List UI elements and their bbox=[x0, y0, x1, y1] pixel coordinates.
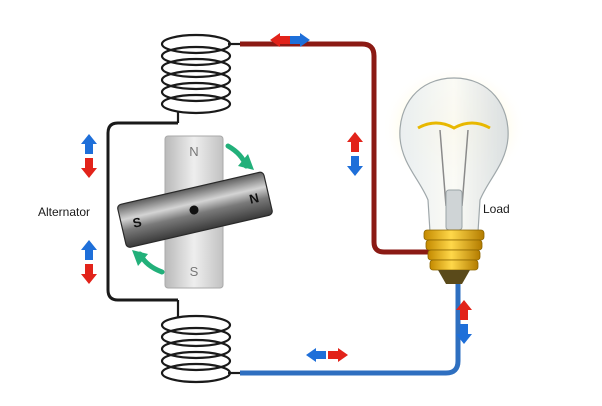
alternator-label: Alternator bbox=[38, 205, 91, 219]
rotor-north-label: N bbox=[248, 190, 261, 207]
current-arrow-bottom-wire-icon bbox=[306, 348, 348, 362]
current-arrow-top-wire-icon bbox=[270, 33, 310, 47]
current-arrow-right-wire-icon bbox=[347, 132, 363, 176]
positive-wire bbox=[240, 41, 432, 255]
top-coil bbox=[160, 33, 240, 123]
light-bulb-icon bbox=[382, 66, 526, 284]
rotation-arrow-upper-icon bbox=[225, 143, 254, 170]
stator-north-label: N bbox=[189, 144, 198, 159]
stator-south-label: S bbox=[190, 264, 199, 279]
negative-wire bbox=[240, 283, 461, 376]
current-arrow-blue-wire-icon bbox=[456, 300, 472, 344]
current-arrow-alternator-upper-icon bbox=[81, 134, 97, 178]
rotor-magnet bbox=[117, 171, 273, 248]
rotor-south-label: S bbox=[131, 214, 143, 231]
current-arrow-alternator-lower-icon bbox=[81, 240, 97, 284]
bottom-coil bbox=[160, 300, 240, 384]
rotation-arrow-lower-icon bbox=[132, 250, 165, 275]
alternator-frame-wire bbox=[106, 121, 178, 302]
load-label: Load bbox=[483, 202, 510, 216]
